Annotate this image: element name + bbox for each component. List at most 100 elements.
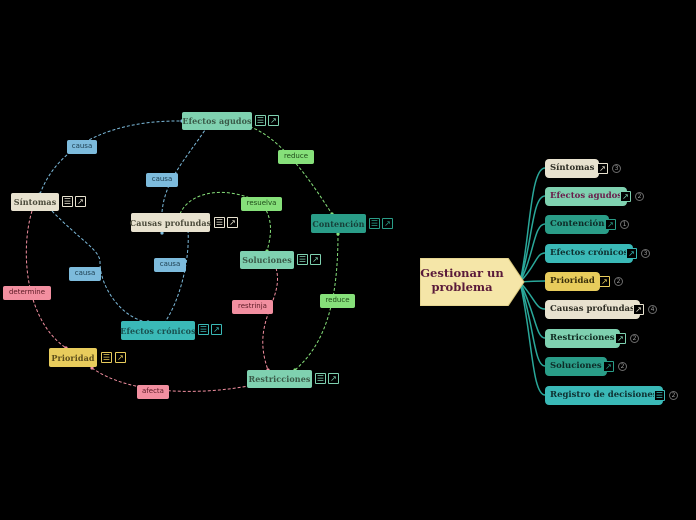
- node-label: Restricciones: [248, 374, 311, 384]
- right-node-label: Síntomas: [550, 163, 595, 173]
- right-node-contencion[interactable]: Contención: [545, 215, 610, 234]
- node-label: Efectos agudos: [182, 116, 252, 126]
- node-label: Síntomas: [13, 197, 57, 207]
- right-node-prioridad[interactable]: Prioridad: [545, 272, 600, 291]
- node-contencion[interactable]: Contención: [311, 214, 366, 233]
- central-title-line1: Gestionar un: [420, 266, 504, 280]
- children-count-badge[interactable]: 2: [618, 362, 627, 371]
- node-efectos-cronicos[interactable]: Efectos crónicos: [120, 321, 196, 340]
- edge-label-causa[interactable]: causa: [69, 267, 101, 281]
- count-value: 3: [614, 165, 619, 172]
- link-icon[interactable]: ↗: [382, 218, 393, 229]
- children-count-badge[interactable]: 2: [635, 192, 644, 201]
- right-node-restricciones[interactable]: Restricciones: [545, 329, 620, 348]
- link-icon[interactable]: ↗: [605, 219, 616, 230]
- count-value: 4: [650, 306, 655, 313]
- edge-label-causa[interactable]: causa: [67, 140, 97, 154]
- children-count-badge[interactable]: 3: [612, 164, 621, 173]
- edge-label-determine[interactable]: determine: [3, 286, 51, 300]
- menu-icon[interactable]: ☰: [369, 218, 380, 229]
- central-topic-title: Gestionar un problema: [420, 266, 504, 294]
- right-node-soluciones[interactable]: Soluciones: [545, 357, 607, 376]
- link-icon[interactable]: ↗: [620, 191, 631, 202]
- link-icon[interactable]: ↗: [227, 217, 238, 228]
- children-count-badge[interactable]: 1: [620, 220, 629, 229]
- menu-icon[interactable]: ☰: [297, 254, 308, 265]
- children-count-badge[interactable]: 2: [614, 277, 623, 286]
- node-label: Soluciones: [242, 255, 292, 265]
- edge-label-text: causa: [74, 269, 96, 277]
- menu-icon[interactable]: ☰: [62, 196, 73, 207]
- edge-label-reduce[interactable]: reduce: [278, 150, 314, 164]
- node-label: Contención: [312, 218, 365, 229]
- right-node-sintomas[interactable]: Síntomas: [545, 159, 600, 178]
- link-icon[interactable]: ↗: [115, 352, 126, 363]
- central-title-line2: problema: [431, 280, 493, 294]
- count-value: 2: [616, 278, 621, 285]
- link-icon[interactable]: ↗: [75, 196, 86, 207]
- link-icon[interactable]: ↗: [626, 248, 637, 259]
- node-efectos-agudos[interactable]: Efectos agudos: [182, 112, 252, 130]
- menu-icon[interactable]: ☰: [198, 324, 209, 335]
- right-node-label: Efectos agudos: [550, 191, 623, 201]
- count-value: 2: [620, 363, 625, 370]
- right-node-label: Registro de decisiones: [550, 390, 658, 400]
- edge-label-resuelva[interactable]: resuelva: [241, 197, 282, 211]
- edge-label-reduce[interactable]: reduce: [320, 294, 355, 308]
- edge-label-text: causa: [159, 260, 181, 268]
- menu-icon[interactable]: ☰: [315, 373, 326, 384]
- right-node-label: Causas profundas: [550, 304, 635, 314]
- count-value: 2: [637, 193, 642, 200]
- count-value: 2: [632, 335, 637, 342]
- menu-icon[interactable]: ☰: [101, 352, 112, 363]
- edge-label-text: reduce: [325, 296, 350, 304]
- right-node-efectos-agudos[interactable]: Efectos agudos: [545, 187, 628, 206]
- node-soluciones[interactable]: Soluciones: [240, 251, 294, 269]
- right-node-label: Efectos crónicos: [550, 248, 629, 258]
- link-icon[interactable]: ↗: [328, 373, 339, 384]
- edge-label-text: resuelva: [246, 199, 277, 207]
- right-node-registro-de-decisiones[interactable]: Registro de decisiones: [545, 386, 663, 405]
- menu-icon[interactable]: ☰: [255, 115, 266, 126]
- right-node-label: Contención: [550, 219, 605, 229]
- node-label: Causas profundas: [129, 217, 212, 228]
- node-sintomas[interactable]: Síntomas: [11, 193, 59, 211]
- right-node-label: Soluciones: [550, 361, 602, 371]
- link-icon[interactable]: ↗: [633, 304, 644, 315]
- right-node-efectos-cronicos[interactable]: Efectos crónicos: [545, 244, 634, 263]
- node-label: Efectos crónicos: [120, 325, 196, 336]
- children-count-badge[interactable]: 4: [648, 305, 657, 314]
- link-icon[interactable]: ↗: [615, 333, 626, 344]
- node-prioridad[interactable]: Prioridad: [49, 348, 97, 367]
- central-topic[interactable]: Gestionar un problema: [420, 258, 526, 306]
- count-value: 1: [622, 221, 627, 228]
- edge-label-afecta[interactable]: afecta: [137, 385, 169, 399]
- edge-label-text: determine: [8, 288, 46, 296]
- children-count-badge[interactable]: 3: [641, 249, 650, 258]
- right-node-label: Prioridad: [550, 276, 595, 286]
- link-icon[interactable]: ↗: [211, 324, 222, 335]
- right-node-label: Restricciones: [550, 333, 615, 343]
- count-value: 3: [643, 250, 648, 257]
- link-icon[interactable]: ↗: [310, 254, 321, 265]
- edge-label-text: afecta: [142, 387, 164, 395]
- central-topic-shape: [420, 258, 525, 306]
- edge-label-text: causa: [151, 175, 173, 183]
- menu-icon[interactable]: ☰: [214, 217, 225, 228]
- count-value: 2: [671, 392, 676, 399]
- children-count-badge[interactable]: 2: [630, 334, 639, 343]
- right-node-causas-profundas[interactable]: Causas profundas: [545, 300, 640, 319]
- menu-icon[interactable]: ☰: [654, 390, 665, 401]
- edge-label-causa[interactable]: causa: [154, 258, 186, 272]
- link-icon[interactable]: ↗: [599, 276, 610, 287]
- edge-label-text: restrinja: [238, 302, 267, 310]
- edge-label-text: causa: [71, 142, 93, 150]
- node-restricciones[interactable]: Restricciones: [247, 370, 312, 388]
- link-icon[interactable]: ↗: [268, 115, 279, 126]
- link-icon[interactable]: ↗: [597, 163, 608, 174]
- edge-label-causa[interactable]: causa: [146, 173, 178, 187]
- children-count-badge[interactable]: 2: [669, 391, 678, 400]
- node-causas-profundas[interactable]: Causas profundas: [129, 213, 212, 232]
- link-icon[interactable]: ↗: [603, 361, 614, 372]
- edge-label-restrinja[interactable]: restrinja: [232, 300, 273, 314]
